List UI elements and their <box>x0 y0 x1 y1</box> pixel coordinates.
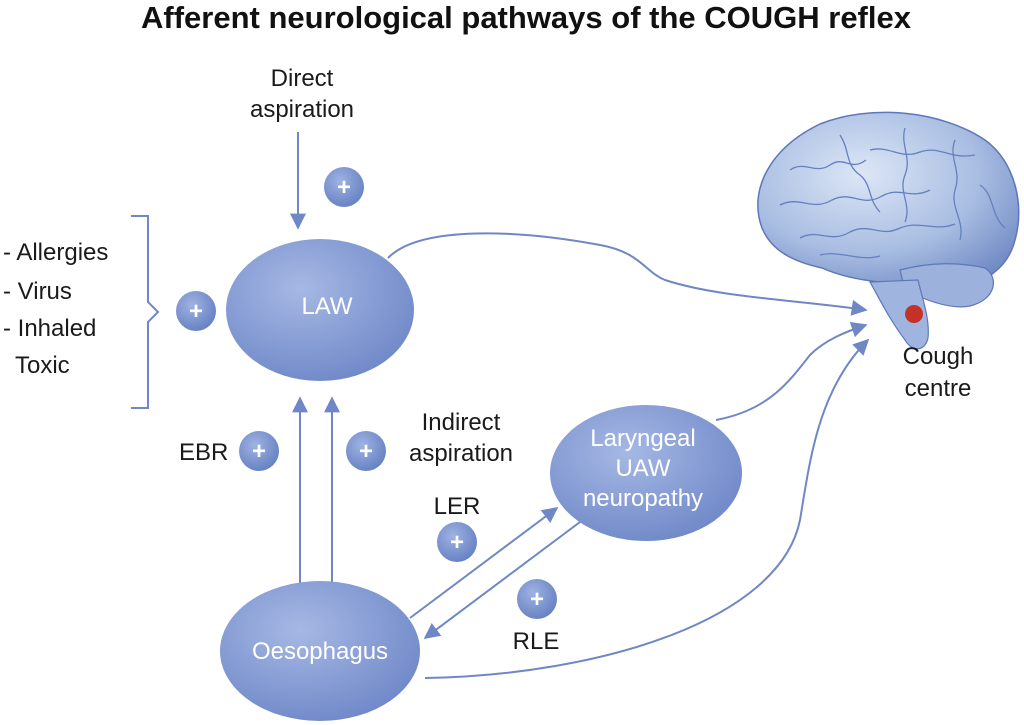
edge-laryngeal-cough-centre <box>715 321 868 421</box>
label-indirect-line2: aspiration <box>409 440 513 467</box>
edge-oesophagus-cough-centre <box>424 338 870 679</box>
plus-badge-rle: + <box>517 579 557 619</box>
label-cough-line1: Cough <box>903 343 974 370</box>
plus-symbol: + <box>359 438 373 465</box>
label-cough-line2: centre <box>905 375 972 402</box>
label-rle: RLE <box>513 628 560 655</box>
trigger-list: - Allergies - Virus - Inhaled Toxic <box>3 239 108 379</box>
node-oesophagus: Oesophagus <box>220 581 420 721</box>
label-ler: LER <box>434 493 481 520</box>
edge-law-cough-centre <box>387 232 868 316</box>
label-direct-line2: aspiration <box>250 96 354 123</box>
node-laryngeal-label-line1: Laryngeal <box>590 425 695 452</box>
plus-symbol: + <box>337 174 351 201</box>
plus-badge-ebr: + <box>239 431 279 471</box>
plus-badge-ler: + <box>437 522 477 562</box>
plus-symbol: + <box>189 298 203 325</box>
plus-badge-triggers: + <box>176 291 216 331</box>
plus-symbol: + <box>450 529 464 556</box>
trigger-virus: - Virus <box>3 278 72 305</box>
label-ebr: EBR <box>179 439 228 466</box>
trigger-inhaled: - Inhaled <box>3 315 96 342</box>
node-laryngeal-uaw-neuropathy: Laryngeal UAW neuropathy <box>550 405 742 541</box>
brain-icon <box>757 111 1020 350</box>
node-law-label: LAW <box>301 293 352 320</box>
triggers-bracket <box>131 215 160 409</box>
trigger-allergies: - Allergies <box>3 239 108 266</box>
label-direct-line1: Direct <box>271 65 334 92</box>
edges <box>290 132 870 679</box>
plus-badge-direct: + <box>324 167 364 207</box>
edge-rle <box>423 521 581 639</box>
node-oesophagus-label: Oesophagus <box>252 638 388 665</box>
diagram-title: Afferent neurological pathways of the CO… <box>141 0 912 35</box>
node-laryngeal-label-line3: neuropathy <box>583 485 703 512</box>
plus-symbol: + <box>530 586 544 613</box>
node-law: LAW <box>226 239 414 381</box>
edge-ler <box>409 507 559 619</box>
plus-symbol: + <box>252 438 266 465</box>
plus-badge-indirect: + <box>346 431 386 471</box>
trigger-toxic: Toxic <box>15 352 70 379</box>
node-laryngeal-label-line2: UAW <box>615 455 670 482</box>
cough-centre-dot <box>905 305 923 323</box>
label-indirect-line1: Indirect <box>422 409 501 436</box>
